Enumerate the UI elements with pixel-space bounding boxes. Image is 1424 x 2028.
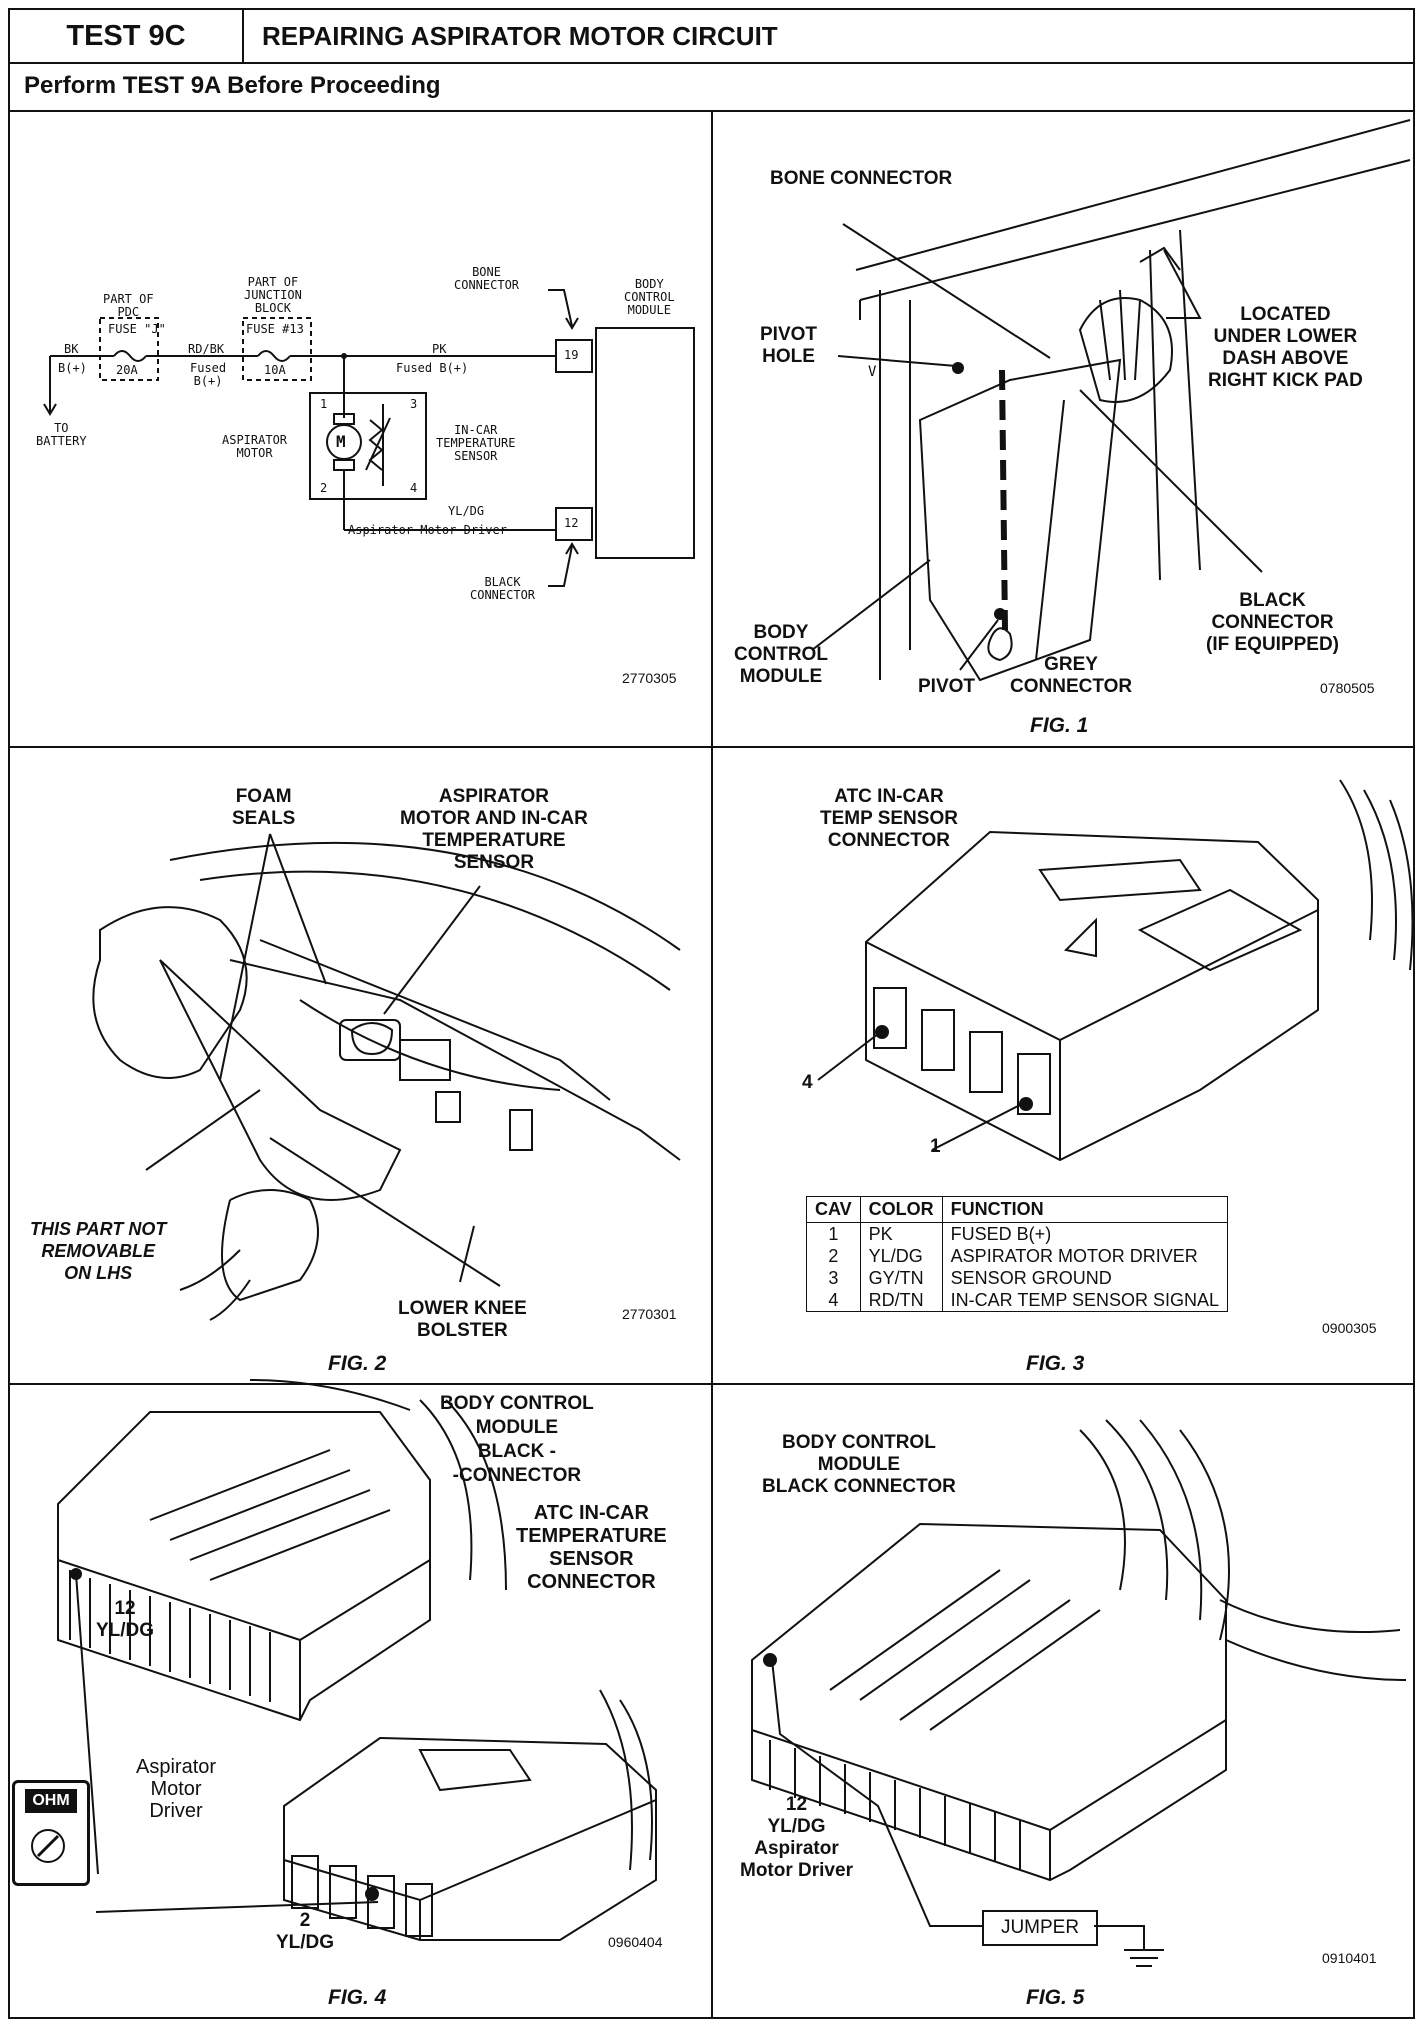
- row-divider-1: [10, 746, 1413, 748]
- fig2-caption: FIG. 2: [328, 1352, 387, 1375]
- pin-1-label: 1: [320, 397, 328, 411]
- service-manual-page: TEST 9C REPAIRING ASPIRATOR MOTOR CIRCUI…: [8, 8, 1415, 2019]
- fuse-j-label: FUSE "J": [108, 322, 166, 336]
- pin-3-label: 3: [410, 397, 418, 411]
- black-connector-label: BLACK CONNECTOR: [470, 575, 536, 602]
- fig5-code: 0910401: [1322, 1950, 1377, 1966]
- fig2-foam-seals-label: FOAM SEALS: [232, 786, 296, 829]
- function-cell: FUSED B(+): [941, 1222, 1229, 1245]
- fuse-j-rating: 20A: [116, 363, 138, 377]
- fig1-pivot-label: PIVOT: [918, 676, 976, 697]
- fuse-13-label: FUSE #13: [246, 322, 304, 336]
- fig3-title-label: ATC IN-CAR TEMP SENSOR CONNECTOR: [820, 786, 958, 851]
- fig5-caption: FIG. 5: [1026, 1986, 1085, 2009]
- to-battery-label: TO BATTERY: [36, 421, 87, 448]
- pin-4-label: 4: [410, 481, 418, 495]
- header-bar: TEST 9C REPAIRING ASPIRATOR MOTOR CIRCUI…: [10, 10, 1413, 64]
- test-id: TEST 9C: [10, 10, 244, 62]
- pin-12-label: 12: [564, 516, 579, 530]
- color-cell: PK: [859, 1222, 943, 1245]
- aspirator-driver-label: Aspirator Motor Driver: [348, 523, 507, 537]
- fig3-pin-1-label: 1: [930, 1136, 941, 1157]
- bone-connector-label: BONE CONNECTOR: [454, 265, 520, 292]
- jumper-wire-box: JUMPER: [982, 1910, 1098, 1946]
- body-control-module-label: BODY CONTROL MODULE: [624, 277, 675, 317]
- color-cell: RD/TN: [859, 1289, 943, 1312]
- fig5-pin-12-label: 12 YL/DG Aspirator Motor Driver: [740, 1794, 853, 1881]
- rd-bk-wire-label: RD/BK: [188, 342, 225, 356]
- fig1-v-mark: V: [868, 364, 877, 380]
- fig3-code: 0900305: [1322, 1320, 1377, 1336]
- ohmmeter-icon: OHM: [12, 1780, 90, 1886]
- prerequisite-note: Perform TEST 9A Before Proceeding: [10, 62, 1413, 112]
- aspirator-motor-label: ASPIRATOR MOTOR: [222, 433, 288, 460]
- fig4-caption: FIG. 4: [328, 1986, 387, 2009]
- fig1-bcm-label: BODY CONTROL MODULE: [734, 622, 828, 687]
- fig2-aspirator-label: ASPIRATOR MOTOR AND IN-CAR TEMPERATURE S…: [400, 786, 588, 873]
- color-cell: YL/DG: [859, 1245, 943, 1267]
- fused-bplus-label: Fused B(+): [190, 361, 227, 388]
- fig4-code: 0960404: [608, 1934, 663, 1950]
- color-cell: GY/TN: [859, 1267, 943, 1289]
- fig2-knee-bolster-label: LOWER KNEE BOLSTER: [398, 1298, 527, 1341]
- schematic-code: 2770305: [622, 670, 677, 686]
- ohmmeter-display: OHM: [25, 1789, 77, 1813]
- fig4-pin-12-label: 12 YL/DG: [96, 1598, 155, 1641]
- fig3-caption: FIG. 3: [1026, 1352, 1085, 1375]
- pin-2-label: 2: [320, 481, 328, 495]
- ohmmeter-dial-icon: [31, 1829, 65, 1863]
- fig2-code: 2770301: [622, 1306, 677, 1322]
- function-cell: SENSOR GROUND: [941, 1267, 1229, 1289]
- fig4-bcm-black-label: BODY CONTROL MODULE BLACK - -CONNECTOR: [440, 1393, 594, 1486]
- pin-19-label: 19: [564, 348, 579, 362]
- fig2-not-removable-note: THIS PART NOT REMOVABLE ON LHS: [30, 1219, 167, 1283]
- part-of-junction-block-label: PART OF JUNCTION BLOCK: [244, 275, 302, 315]
- fig1-pivot-hole-label: PIVOT HOLE: [760, 324, 818, 367]
- row-divider-2: [10, 1383, 1413, 1385]
- bk-wire-label: BK: [64, 342, 79, 356]
- pk-wire-label: PK: [432, 342, 447, 356]
- fig1-location-label: LOCATED UNDER LOWER DASH ABOVE RIGHT KIC…: [1208, 304, 1363, 391]
- fig1-black-connector-label: BLACK CONNECTOR (IF EQUIPPED): [1206, 590, 1340, 655]
- fig1-caption: FIG. 1: [1030, 714, 1089, 737]
- fig1-grey-connector-label: GREY CONNECTOR: [1010, 654, 1133, 697]
- in-car-sensor-label: IN-CAR TEMPERATURE SENSOR: [436, 423, 516, 463]
- function-cell: IN-CAR TEMP SENSOR SIGNAL: [941, 1289, 1229, 1312]
- table-header: CAV: [806, 1196, 861, 1223]
- fig4-pin-2-label: 2 YL/DG: [276, 1910, 335, 1953]
- pk-fused-label: Fused B(+): [396, 361, 469, 375]
- fig1-bone-connector-label: BONE CONNECTOR: [770, 168, 953, 189]
- motor-symbol: M: [336, 432, 346, 451]
- fig4-driver-label: Aspirator Motor Driver: [136, 1756, 217, 1822]
- fig3-pin-4-label: 4: [802, 1072, 813, 1093]
- battery-positive-label: B(+): [58, 361, 87, 375]
- yl-dg-wire-label: YL/DG: [448, 504, 485, 518]
- part-of-pdc-label: PART OF PDC: [103, 292, 154, 319]
- table-header: FUNCTION: [941, 1196, 1229, 1223]
- fig5-bcm-black-label: BODY CONTROL MODULE BLACK CONNECTOR: [762, 1432, 956, 1497]
- fuse-13-rating: 10A: [264, 363, 286, 377]
- column-divider: [711, 112, 713, 2019]
- page-title: REPAIRING ASPIRATOR MOTOR CIRCUIT: [262, 20, 778, 51]
- function-cell: ASPIRATOR MOTOR DRIVER: [941, 1245, 1229, 1267]
- fig4-atc-connector-label: ATC IN-CAR TEMPERATURE SENSOR CONNECTOR: [516, 1502, 667, 1593]
- fig1-code: 0780505: [1320, 680, 1375, 696]
